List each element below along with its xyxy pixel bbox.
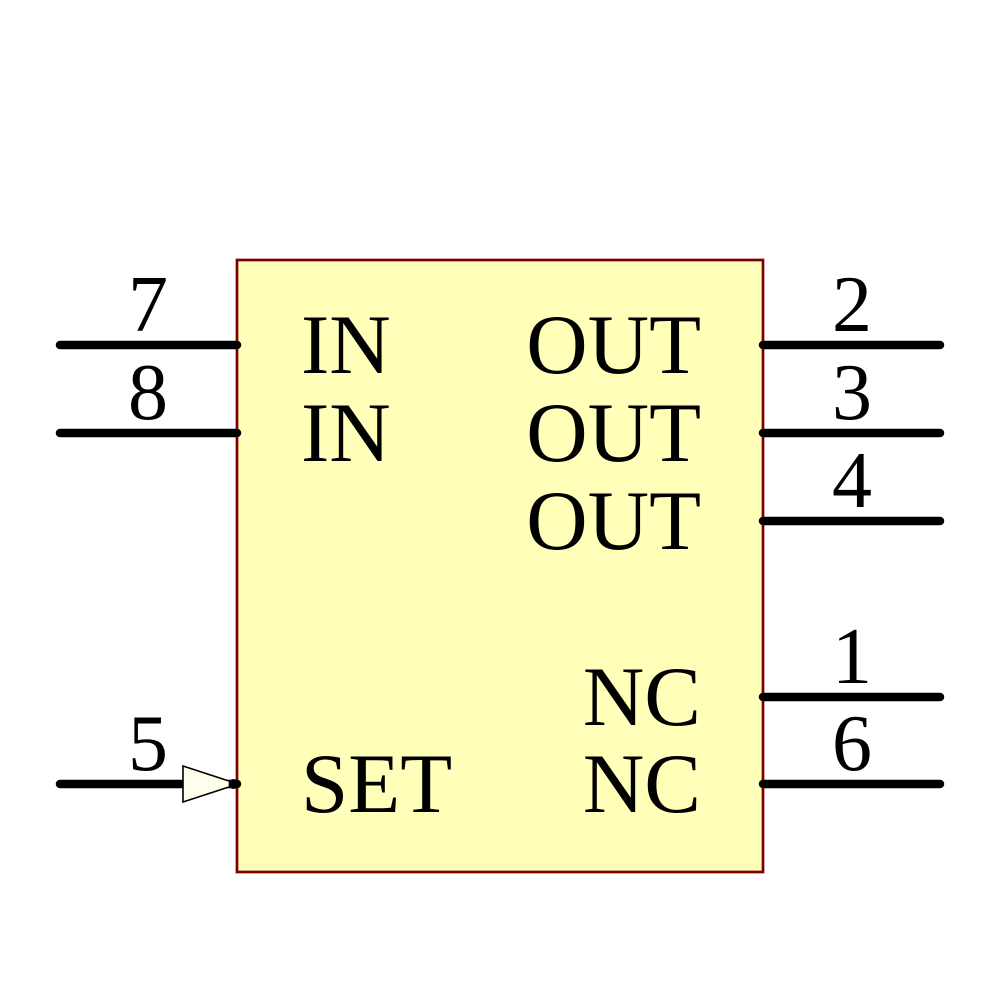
component-body[interactable] <box>235 258 765 874</box>
pin-number: 7 <box>128 261 168 349</box>
pin-number: 5 <box>128 700 168 788</box>
pin-2[interactable]: 2 OUT <box>526 261 945 392</box>
pin-number: 4 <box>832 437 872 525</box>
pin-label: IN <box>301 386 391 480</box>
pin-label: NC <box>583 650 701 744</box>
pin-3[interactable]: 3 OUT <box>526 349 945 480</box>
pin-7[interactable]: 7 IN <box>55 261 391 392</box>
pin-label: SET <box>301 737 452 831</box>
pin-8[interactable]: 8 IN <box>55 349 391 480</box>
pin-number: 8 <box>128 349 168 437</box>
pin-number: 2 <box>832 261 872 349</box>
pin-5[interactable]: 5 SET <box>55 700 452 831</box>
pin-label: IN <box>301 298 391 392</box>
pin-1[interactable]: 1 NC <box>583 613 945 744</box>
input-arrow-icon <box>182 764 241 804</box>
pin-4[interactable]: 4 OUT <box>526 437 945 568</box>
pin-number: 1 <box>832 613 872 701</box>
pin-number: 3 <box>832 349 872 437</box>
pin-endpoint-dot <box>228 779 239 789</box>
pin-label: NC <box>583 737 701 831</box>
pin-number: 6 <box>832 700 872 788</box>
pin-6[interactable]: 6 NC <box>583 700 945 831</box>
pin-label: OUT <box>526 386 701 480</box>
pin-label: OUT <box>526 298 701 392</box>
pin-label: OUT <box>526 474 701 568</box>
